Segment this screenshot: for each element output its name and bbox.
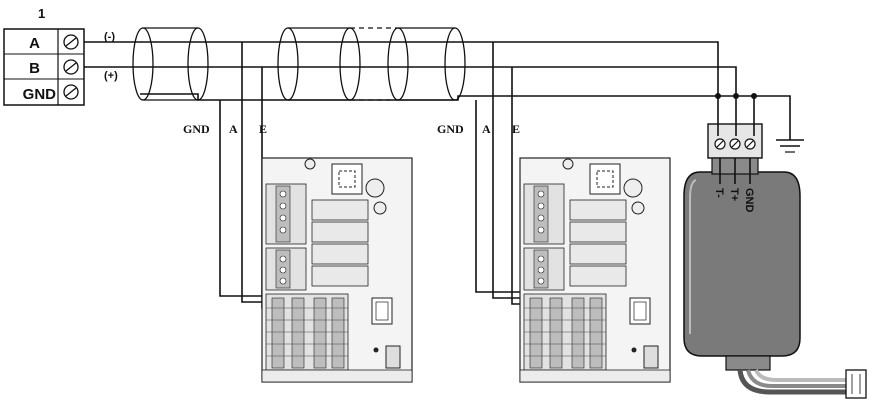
screw-icon [63,84,79,100]
converter-label-tminus: T- [713,188,725,198]
polarity-plus-label: (+) [104,70,118,82]
board2-a-label: A [482,122,491,136]
polarity-minus-label: (-) [104,31,115,43]
terminal-label-b: B [29,60,40,77]
controller-board-1 [261,157,413,383]
screw-icon [714,138,726,150]
board2-gnd-label: GND [437,122,464,136]
converter-device: T- T+ GND [683,93,867,399]
board1-b-label: E [259,122,267,136]
terminal-block: 1 A B GND [3,6,85,106]
terminal-label-a: A [29,35,40,52]
screw-icon [729,138,741,150]
terminal-block-number: 1 [38,6,45,21]
shielded-cable [132,27,466,101]
ground-icon [776,139,804,153]
controller-board-2 [519,157,671,383]
board1-a-label: A [229,122,238,136]
board1-gnd-label: GND [183,122,210,136]
screw-icon [744,138,756,150]
bus-wires [84,41,791,140]
screw-icon [63,34,79,50]
converter-label-gnd: GND [743,188,755,213]
terminal-label-gnd: GND [23,86,57,103]
board2-b-label: E [512,122,520,136]
screw-icon [63,59,79,75]
converter-label-tplus: T+ [728,188,740,201]
